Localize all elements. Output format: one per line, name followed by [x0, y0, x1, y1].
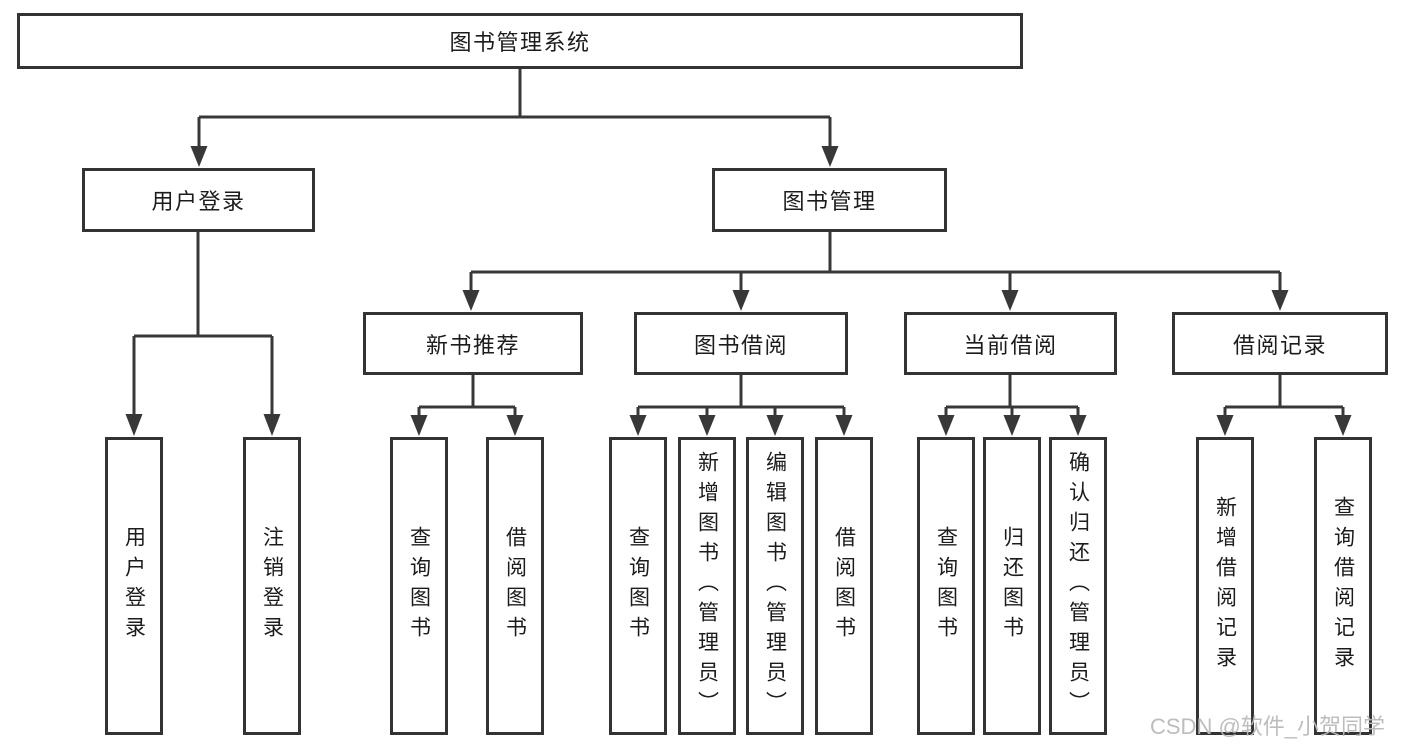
- node-label: 用户登录: [122, 526, 146, 646]
- leaf-borrow-books-recommend: 借阅图书: [486, 437, 544, 735]
- node-label: 图书借阅: [693, 332, 788, 358]
- node-label: 归还图书: [1000, 526, 1024, 646]
- node-new-book-recommend: 新书推荐: [363, 312, 583, 375]
- leaf-edit-books-admin: 编辑图书（管理员）: [746, 437, 804, 735]
- leaf-add-borrow-record: 新增借阅记录: [1196, 437, 1254, 735]
- node-label: 新增借阅记录: [1213, 496, 1237, 676]
- leaf-query-books-current: 查询图书: [917, 437, 975, 735]
- leaf-query-borrow-record: 查询借阅记录: [1314, 437, 1372, 735]
- node-label: 用户登录: [151, 189, 246, 214]
- node-current-borrow: 当前借阅: [904, 312, 1117, 375]
- node-label: 当前借阅: [963, 332, 1058, 358]
- leaf-logout: 注销登录: [243, 437, 301, 735]
- node-label: 图书管理: [782, 189, 877, 214]
- leaf-return-books: 归还图书: [983, 437, 1041, 735]
- node-label: 查询图书: [407, 526, 431, 646]
- arrowheads: [125, 146, 1352, 436]
- node-label: 确认归还（管理员）: [1066, 451, 1090, 721]
- node-label: 借阅图书: [832, 526, 856, 646]
- node-label: 借阅记录: [1232, 332, 1327, 358]
- node-label: 注销登录: [260, 526, 284, 646]
- csdn-watermark: CSDN @软件_小贺同学: [1150, 714, 1386, 739]
- node-label: 新书推荐: [425, 332, 520, 358]
- node-label: 图书管理系统: [449, 30, 591, 55]
- leaf-add-books-admin: 新增图书（管理员）: [678, 437, 736, 735]
- leaf-borrow-books: 借阅图书: [815, 437, 873, 735]
- leaf-confirm-return-admin: 确认归还（管理员）: [1049, 437, 1107, 735]
- node-borrow-record: 借阅记录: [1172, 312, 1388, 375]
- leaf-query-books-borrow: 查询图书: [609, 437, 667, 735]
- node-label: 编辑图书（管理员）: [763, 451, 787, 721]
- leaf-query-books-recommend: 查询图书: [390, 437, 448, 735]
- node-book-management: 图书管理: [712, 168, 947, 232]
- node-label: 查询借阅记录: [1331, 496, 1355, 676]
- node-book-borrow: 图书借阅: [634, 312, 848, 375]
- leaf-user-login: 用户登录: [105, 437, 163, 735]
- node-library-management-system: 图书管理系统: [17, 13, 1023, 69]
- node-user-login: 用户登录: [82, 168, 315, 232]
- node-label: 新增图书（管理员）: [695, 451, 719, 721]
- node-label: 查询图书: [934, 526, 958, 646]
- node-label: 借阅图书: [503, 526, 527, 646]
- node-label: 查询图书: [626, 526, 650, 646]
